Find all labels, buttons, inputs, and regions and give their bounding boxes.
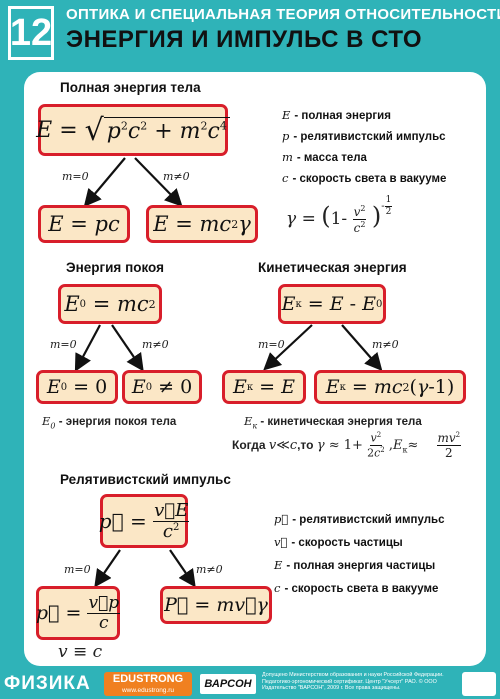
arrow-total-left (83, 157, 126, 208)
legend-E: E- полная энергия (282, 108, 391, 122)
legend-m: m- масса тела (282, 150, 367, 164)
cond-total-zero: m=0 (62, 170, 89, 183)
momentum-massive-formula: P⃗ = mv⃗γ (160, 586, 272, 624)
arrow-kin-right (341, 324, 383, 371)
subject-label: ФИЗИКА (4, 673, 91, 694)
rest-energy-heading: Энергия покоя (66, 260, 164, 275)
content-panel (24, 72, 486, 666)
certificate-stamp (462, 672, 496, 696)
photon-energy-formula: E = pc (38, 205, 130, 243)
fineprint: Допущено Министерством образования и нау… (262, 672, 444, 691)
section-title: ОПТИКА И СПЕЦИАЛЬНАЯ ТЕОРИЯ ОТНОСИТЕЛЬНО… (66, 6, 500, 23)
kinetic-energy-heading: Кинетическая энергия (258, 260, 407, 275)
legend-mom-c: c- скорость света в вакууме (274, 581, 439, 595)
cond-rest-nonzero: m≠0 (142, 338, 169, 351)
legend-p: p- релятивистский импульс (282, 129, 446, 143)
lesson-number: 12 (8, 6, 54, 60)
arrow-mom-left (94, 549, 121, 588)
legend-mom-E: E- полная энергия частицы (274, 558, 436, 572)
cond-mom-nonzero: m≠0 (196, 563, 223, 576)
momentum-footnote: v ≡ c (58, 642, 103, 662)
cond-total-nonzero: m≠0 (163, 170, 190, 183)
header: 12 ОПТИКА И СПЕЦИАЛЬНАЯ ТЕОРИЯ ОТНОСИТЕЛ… (0, 0, 500, 66)
total-energy-heading: Полная энергия тела (60, 80, 201, 95)
momentum-heading: Релятивистский импульс (60, 472, 231, 487)
arrow-total-right (134, 157, 183, 207)
arrow-rest-left (74, 324, 101, 372)
arrow-kin-left (263, 324, 313, 371)
kinetic-energy-note: Eк - кинетическая энергия тела (244, 414, 422, 431)
arrow-mom-right (169, 549, 196, 588)
rest-energy-note: E0 - энергия покоя тела (42, 414, 177, 431)
legend-mom-p: p⃗- релятивистский импульс (274, 512, 445, 526)
cond-kin-zero: m=0 (258, 338, 285, 351)
page-title: ЭНЕРГИЯ И ИМПУЛЬС В СТО (66, 26, 423, 53)
total-energy-formula: E = √p2c2 + m2c4 (36, 104, 230, 156)
legend-mom-v: v⃗- скорость частицы (274, 535, 403, 549)
publisher-logo: ВАРСОН (200, 674, 256, 694)
cond-mom-zero: m=0 (64, 563, 91, 576)
cond-kin-nonzero: m≠0 (372, 338, 399, 351)
legend-c: c- скорость света в вакууме (282, 171, 447, 185)
arrow-rest-right (111, 324, 144, 372)
cond-rest-zero: m=0 (50, 338, 77, 351)
